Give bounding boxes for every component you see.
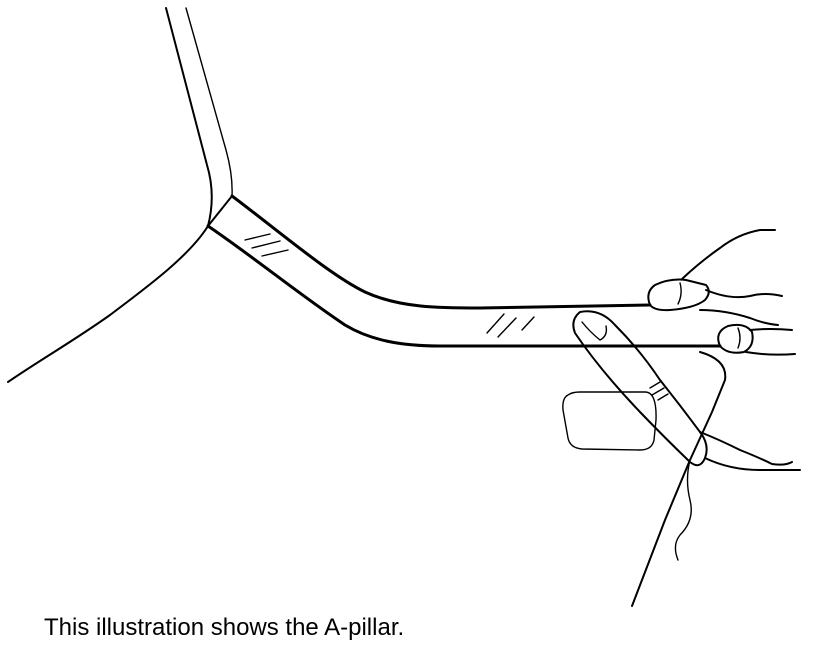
figure-caption: This illustration shows the A-pillar.	[44, 614, 405, 641]
upper-pillar	[165, 7, 233, 227]
lower-fingers	[717, 323, 796, 356]
windshield-edge-line	[7, 225, 209, 383]
upper-hand	[647, 229, 783, 326]
a-pillar-trim	[206, 194, 722, 348]
door-panel-inner-edge	[674, 459, 692, 561]
pointing-finger	[572, 310, 801, 471]
a-pillar-illustration	[7, 7, 801, 607]
door-panel-cutout	[562, 391, 657, 451]
door-panel-edge	[631, 351, 727, 607]
